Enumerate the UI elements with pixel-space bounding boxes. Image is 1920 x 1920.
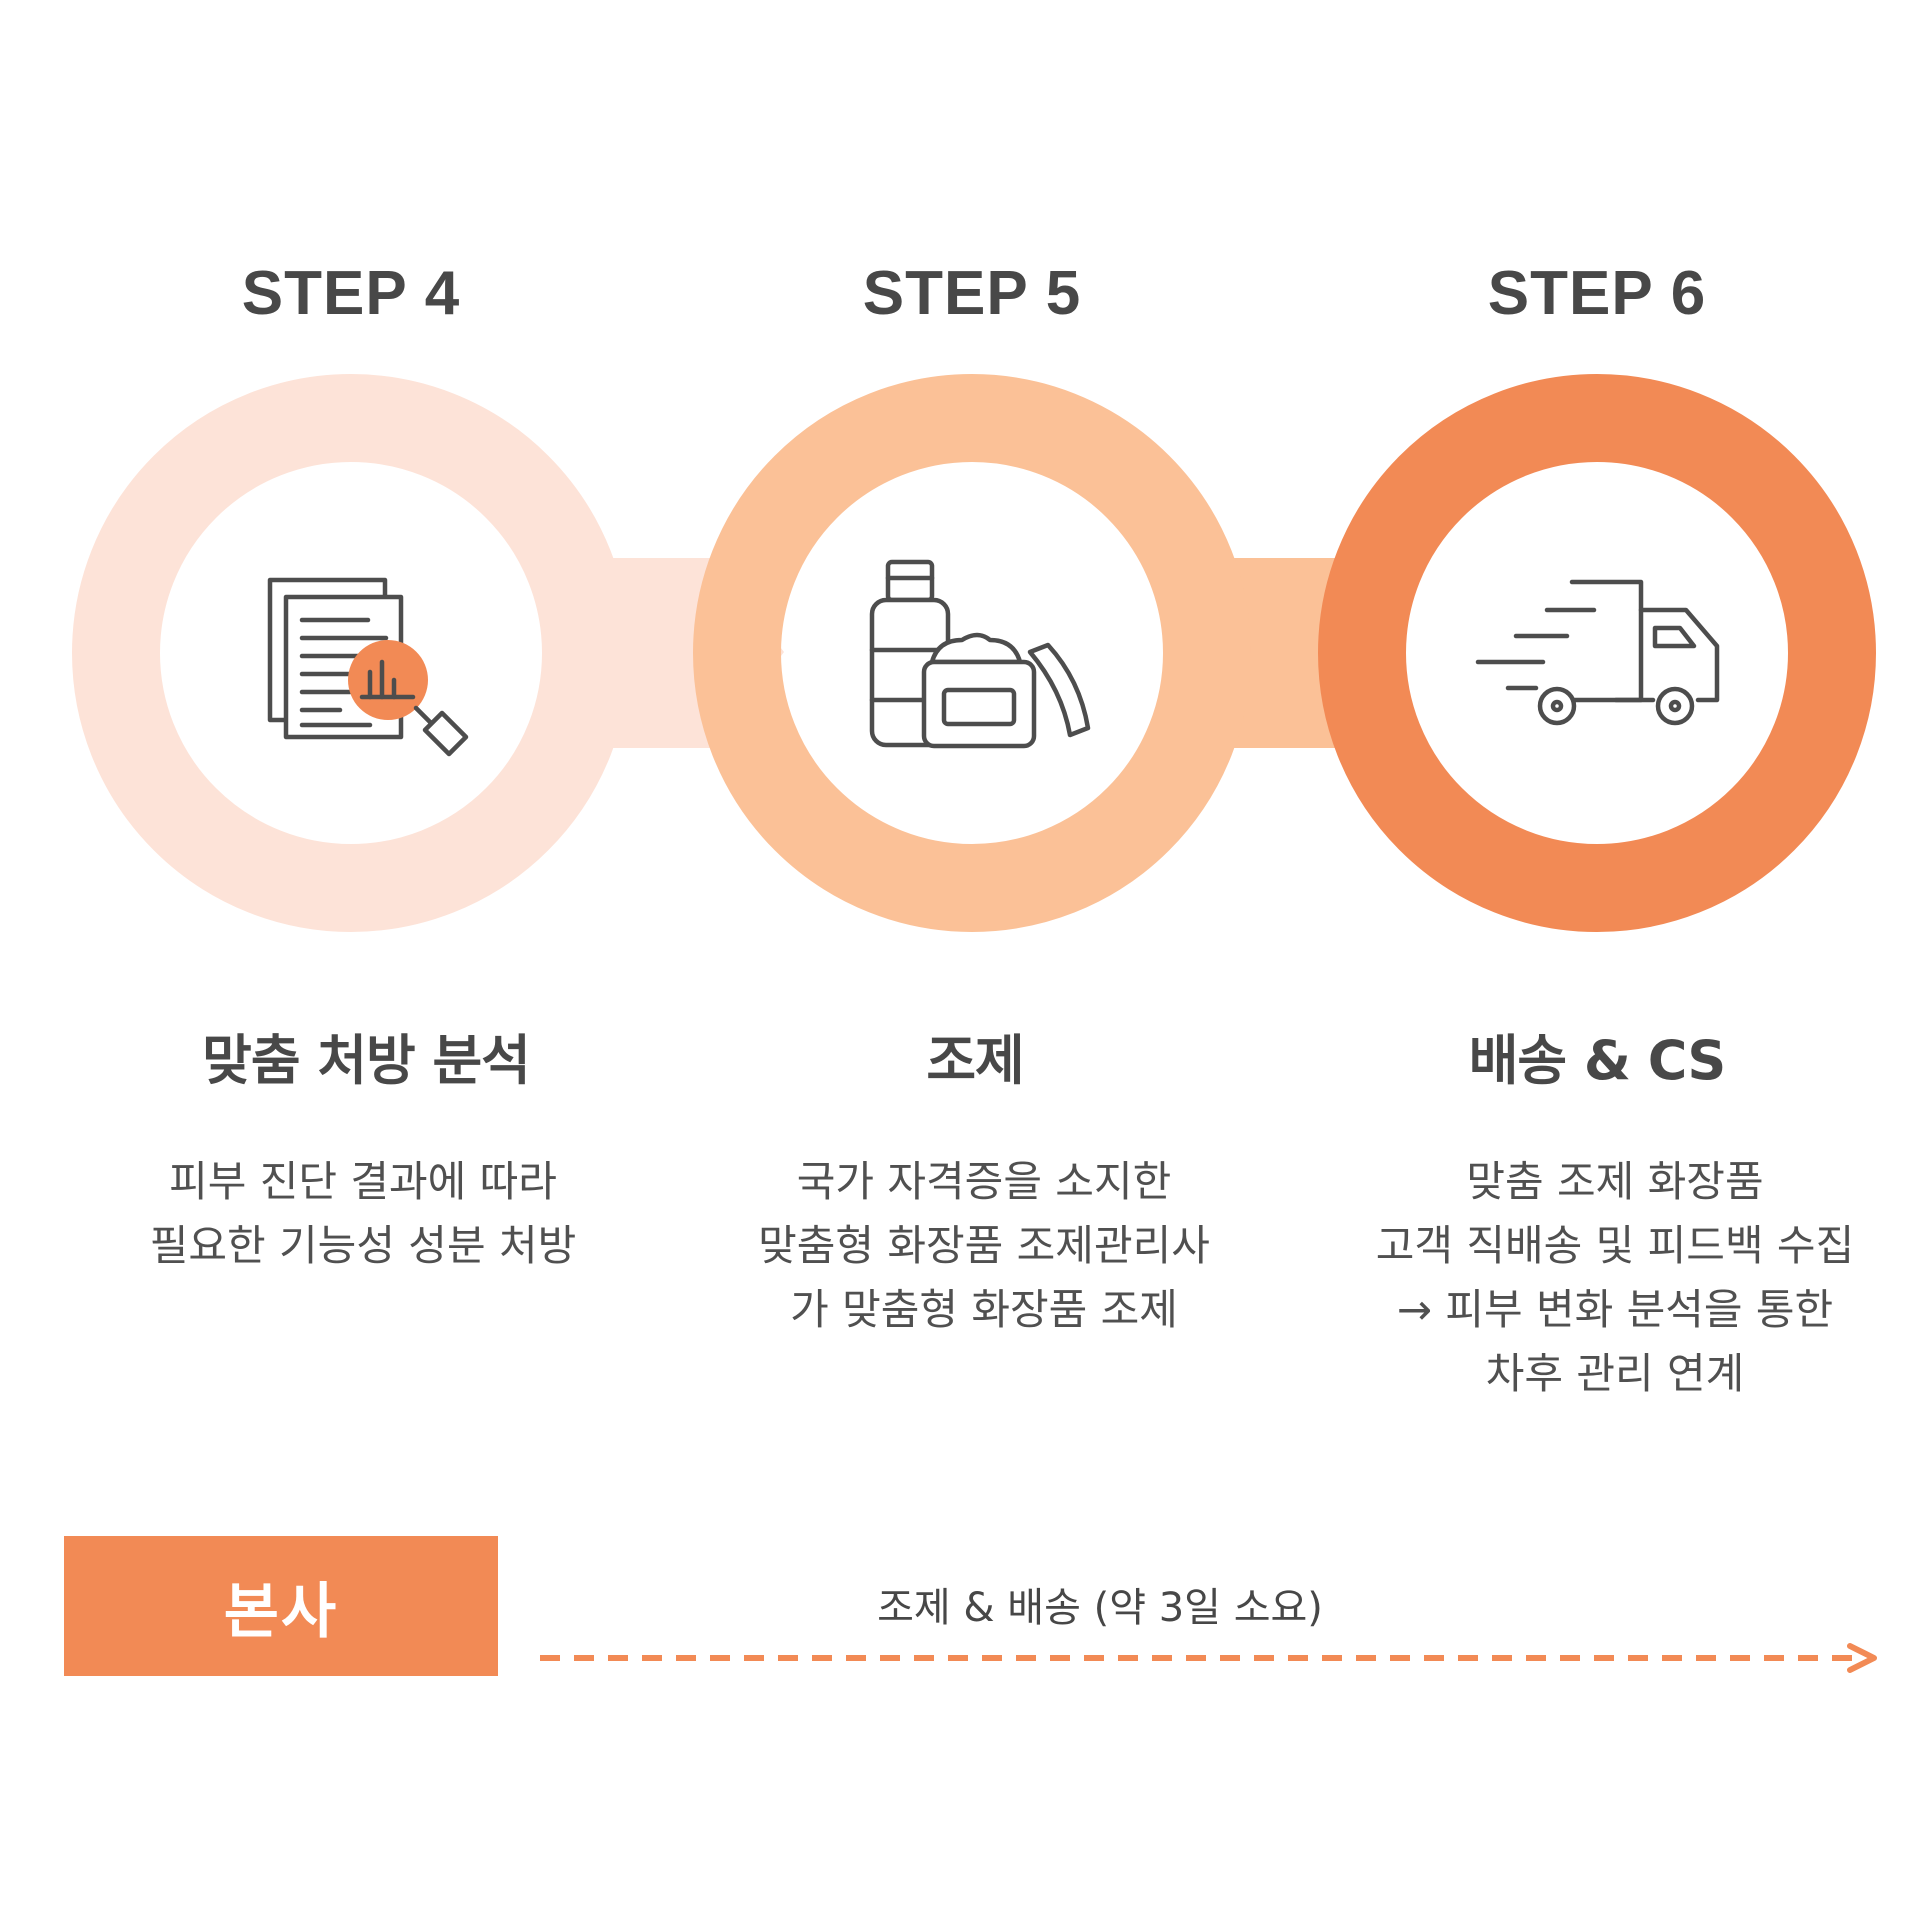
step4-label: STEP 4 [241, 259, 461, 328]
description-line: 가 맞춤형 화장품 조제 [790, 1285, 1178, 1334]
description-line: → 피부 변화 분석을 통한 [1396, 1285, 1834, 1334]
hq-badge: 본사 [64, 1536, 498, 1676]
step4-description: 피부 진단 결과에 따라 필요한 기능성 성분 처방 [83, 1150, 643, 1278]
cosmetics-icon [869, 559, 1091, 749]
description-line: 필요한 기능성 성분 처방 [149, 1221, 577, 1270]
step5-title: 조제 [926, 1029, 1024, 1092]
timeline-arrowhead [1847, 1643, 1877, 1673]
step6-label: STEP 6 [1487, 259, 1707, 328]
description-line: 국가 자격증을 소지한 [796, 1157, 1172, 1206]
step5-description: 국가 자격증을 소지한 맞춤형 화장품 조제관리사 가 맞춤형 화장품 조제 [704, 1150, 1264, 1342]
step4-ring [72, 374, 630, 932]
timeline-label: 조제 & 배송 (약 3일 소요) [877, 1585, 1323, 1631]
step5-label: STEP 5 [862, 259, 1082, 328]
description-line: 차후 관리 연계 [1485, 1349, 1745, 1398]
step6-title: 배송 & CS [1468, 1029, 1727, 1092]
description-line: 맞춤 조제 화장품 [1466, 1157, 1764, 1206]
description-line: 고객 직배송 및 피드백 수집 [1375, 1221, 1855, 1270]
delivery-truck-icon [1475, 579, 1720, 726]
step4-title: 맞춤 처방 분석 [202, 1029, 531, 1092]
step5-ring [693, 374, 1251, 932]
document-magnifier-icon [267, 577, 469, 757]
description-line: 피부 진단 결과에 따라 [169, 1157, 557, 1206]
step6-description: 맞춤 조제 화장품 고객 직배송 및 피드백 수집 → 피부 변화 분석을 통한… [1335, 1150, 1895, 1406]
step6-ring [1318, 374, 1876, 932]
description-line: 맞춤형 화장품 조제관리사 [758, 1221, 1210, 1270]
